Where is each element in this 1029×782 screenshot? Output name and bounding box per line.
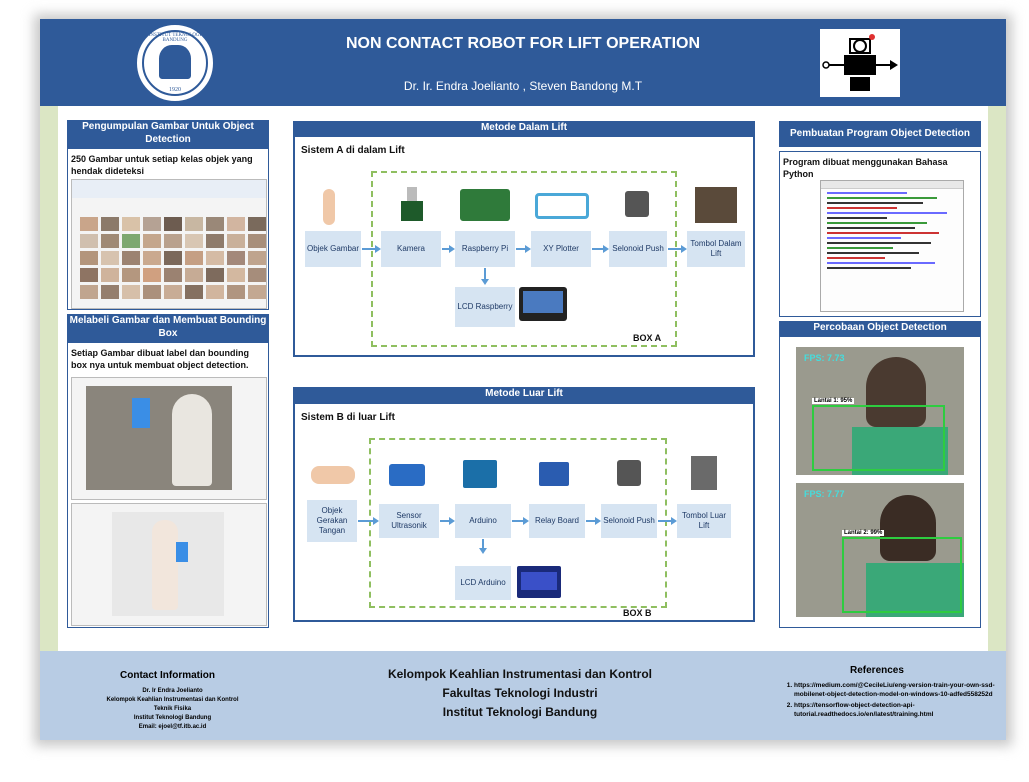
node-objek-gerakan: Objek Gerakan Tangan: [307, 500, 357, 542]
finger-image: [323, 189, 335, 225]
image-folder-screenshot: [71, 179, 267, 309]
xy-plotter-image: [535, 193, 589, 219]
code-screenshot: [820, 180, 964, 312]
node-objek-gambar: Objek Gambar: [305, 231, 361, 267]
arrow: [440, 517, 455, 525]
system-b-title: Sistem B di luar Lift: [301, 412, 395, 423]
institution-block: Kelompok Keahlian Instrumentasi dan Kont…: [387, 667, 653, 719]
robot-logo-icon: [820, 29, 900, 97]
arduino-image: [463, 460, 497, 488]
labelimg-screenshot-1: [71, 377, 267, 500]
arrow: [362, 245, 381, 253]
footer: Contact Information Dr. Ir Endra Joelian…: [40, 651, 1006, 740]
node-lcd-raspberry: LCD Raspberry: [455, 287, 515, 327]
lcd-arduino-image: [517, 566, 561, 598]
poster: INSTITUT TEKNOLOGI BANDUNG 1920 NON CONT…: [40, 19, 1006, 740]
bounding-box-2: [842, 537, 962, 613]
arrow: [442, 245, 455, 253]
side-bar-right: [988, 106, 1006, 651]
box-a-label: BOX A: [633, 333, 662, 343]
lcd-raspberry-image: [519, 287, 567, 321]
arrow: [358, 517, 379, 525]
node-raspberry-pi: Raspberry Pi: [455, 231, 515, 267]
node-lcd-arduino: LCD Arduino: [455, 566, 511, 600]
fps-readout-2: FPS: 7.77: [804, 489, 845, 499]
node-selonoid-b: Selonoid Push: [601, 504, 657, 538]
header: INSTITUT TEKNOLOGI BANDUNG 1920 NON CONT…: [40, 19, 1006, 106]
raspberry-pi-image: [460, 189, 510, 221]
section-title-program: Pembuatan Program Object Detection: [779, 121, 981, 147]
lift-button-image: [695, 187, 737, 223]
node-tombol-dalam: Tombol Dalam Lift: [687, 231, 745, 267]
fps-readout-1: FPS: 7.73: [804, 353, 845, 363]
section-title-outside-lift: Metode Luar Lift: [293, 387, 755, 402]
system-a-box: Sistem A di dalam Lift Objek Gambar Kame…: [293, 135, 755, 357]
reference-link[interactable]: https://tensorflow-object-detection-api-…: [794, 702, 1002, 719]
contact-info: Dr. Ir Endra Joelianto Kelompok Keahlian…: [106, 688, 239, 730]
arrow: [668, 245, 687, 253]
relay-board-image: [539, 462, 569, 486]
references-title: References: [850, 665, 904, 676]
ultrasonic-sensor-image: [389, 464, 425, 486]
arrow: [586, 517, 601, 525]
section-title-detection: Percobaan Object Detection: [779, 321, 981, 336]
detection-label-2: Lantai 2: 99%: [842, 530, 885, 536]
node-relay-board: Relay Board: [529, 504, 585, 538]
bounding-box-1: [812, 405, 945, 471]
collect-panel: 250 Gambar untuk setiap kelas objek yang…: [67, 148, 269, 310]
node-tombol-luar: Tombol Luar Lift: [677, 504, 731, 538]
reference-link[interactable]: https://medium.com/@CecileLiu/eng-versio…: [794, 682, 1002, 699]
arrow: [592, 245, 609, 253]
program-text: Program dibuat menggunakan Bahasa Python: [783, 157, 948, 179]
node-sensor-ultrasonik: Sensor Ultrasonik: [379, 504, 439, 538]
arrow: [481, 268, 489, 285]
program-panel: Program dibuat menggunakan Bahasa Python: [779, 151, 981, 317]
detection-panel: FPS: 7.73 Lantai 1: 95% FPS: 7.77 Lantai…: [779, 336, 981, 628]
arrow: [658, 517, 677, 525]
node-kamera: Kamera: [381, 231, 441, 267]
box-b-outline: [369, 438, 667, 608]
system-a-title: Sistem A di dalam Lift: [301, 145, 405, 156]
arrow: [512, 517, 529, 525]
solenoid-image: [625, 191, 649, 217]
system-b-box: Sistem B di luar Lift Objek Gerakan Tang…: [293, 402, 755, 622]
itb-logo-icon: INSTITUT TEKNOLOGI BANDUNG 1920: [135, 23, 215, 103]
side-bar-left: [40, 106, 58, 651]
labelimg-screenshot-2: [71, 503, 267, 626]
label-panel: Setiap Gambar dibuat label dan bounding …: [67, 342, 269, 628]
box-b-label: BOX B: [623, 608, 652, 618]
contact-title: Contact Information: [120, 670, 215, 681]
arrow: [479, 539, 487, 554]
section-title-inside-lift: Metode Dalam Lift: [293, 121, 755, 135]
section-title-collect: Pengumpulan Gambar Untuk Object Detectio…: [67, 120, 269, 148]
hand-image: [311, 466, 355, 484]
node-selonoid: Selonoid Push: [609, 231, 667, 267]
section-title-label: Melabeli Gambar dan Membuat Bounding Box: [67, 314, 269, 342]
node-xy-plotter: XY Plotter: [531, 231, 591, 267]
box-a-outline: [371, 171, 677, 347]
node-arduino: Arduino: [455, 504, 511, 538]
camera-image: [401, 187, 423, 221]
detection-frame-2: FPS: 7.77 Lantai 2: 99%: [796, 483, 964, 617]
solenoid-b-image: [617, 460, 641, 486]
poster-title: NON CONTACT ROBOT FOR LIFT OPERATION: [345, 35, 701, 52]
references-list: https://medium.com/@CecileLiu/eng-versio…: [780, 682, 1002, 722]
detection-label-1: Lantai 1: 95%: [812, 398, 855, 404]
collect-text: 250 Gambar untuk setiap kelas objek yang…: [71, 154, 253, 176]
outside-button-image: [691, 456, 717, 490]
arrow: [516, 245, 531, 253]
label-text: Setiap Gambar dibuat label dan bounding …: [71, 348, 250, 370]
poster-authors: Dr. Ir. Endra Joelianto , Steven Bandong…: [403, 79, 643, 93]
detection-frame-1: FPS: 7.73 Lantai 1: 95%: [796, 347, 964, 475]
